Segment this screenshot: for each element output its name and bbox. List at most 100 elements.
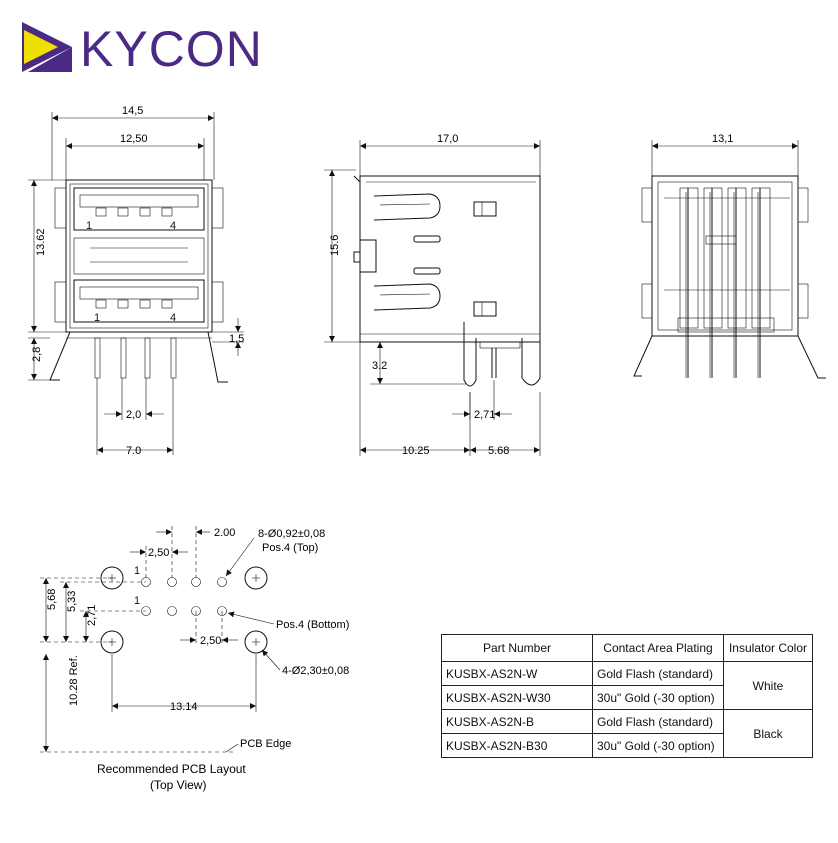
dim-side-front-to-pin: 10.25 [402, 445, 430, 457]
dim-side-height: 15.6 [329, 235, 341, 256]
side-spring-lower [373, 283, 441, 311]
table-cell-part: KUSBX-AS2N-B30 [441, 733, 593, 758]
pcb-pin1-bottom: 1 [134, 595, 140, 607]
dim-front-width-outer: 14,5 [122, 105, 143, 117]
lower-port [73, 279, 205, 323]
upper-contact-4 [161, 207, 173, 217]
upper-port [73, 187, 205, 231]
table-cell-plating: 30u" Gold (-30 option) [592, 685, 724, 710]
side-body [359, 175, 541, 343]
side-window-lower [473, 301, 497, 317]
front-shell-inner [69, 183, 209, 329]
dim-side-pin-pitch: 2,71 [474, 409, 495, 421]
table-cell-plating: 30u" Gold (-30 option) [592, 733, 724, 758]
dim-pcb-pitch-bottom: 2,50 [200, 635, 221, 647]
pcb-mount-hole [244, 630, 268, 654]
dim-rear-width: 13,1 [712, 133, 733, 145]
kycon-logo: KYCON [22, 21, 263, 77]
upper-contact-2 [117, 207, 129, 217]
table-cell-color: White [723, 661, 813, 710]
logo-wordmark: KYCON [80, 21, 263, 77]
dim-pcb-mount-spec: 4-Ø2,30±0,08 [282, 665, 349, 677]
table-cell-part: KUSBX-AS2N-W30 [441, 685, 593, 710]
pcb-layout: 1 1 2.00 2,50 8-Ø0,92±0,08 Pos.4 (Top) P… [40, 526, 349, 792]
table-row: KUSBX-AS2N-W30 30u" Gold (-30 option) [441, 685, 813, 710]
front-leg-right [207, 331, 228, 383]
pcb-caption-title: Recommended PCB Layout [97, 762, 246, 776]
front-pin1-label-upper: 1 [86, 220, 92, 232]
side-leg-rear [521, 322, 541, 386]
table-header-color: Insulator Color [723, 634, 813, 662]
table-header-row: Part Number Contact Area Plating Insulat… [441, 634, 813, 662]
pcb-mount-hole [100, 630, 124, 654]
front-pin [94, 337, 101, 379]
dim-front-width-inner: 12,50 [120, 133, 148, 145]
table-cell-color: Black [723, 709, 813, 758]
pcb-mount-hole [100, 566, 124, 590]
dim-side-length: 17,0 [437, 133, 458, 145]
table-cell-part: KUSBX-AS2N-B [441, 709, 593, 734]
side-window-upper [473, 201, 497, 217]
pcb-signal-holes-bottom [141, 606, 227, 616]
middle-separator [73, 237, 205, 275]
dim-pcb-pitch-top: 2.00 [214, 527, 235, 539]
dim-side-pin-to-back: 5.68 [488, 445, 509, 457]
dim-pcb-pitch-mid: 2,50 [148, 547, 169, 559]
front-pin [144, 337, 151, 379]
table-cell-plating: Gold Flash (standard) [592, 661, 724, 686]
lower-tongue [79, 286, 199, 300]
front-side-tab-left-lower [54, 281, 67, 323]
front-side-tab-right-lower [211, 281, 224, 323]
front-side-tab-right-upper [211, 187, 224, 229]
front-pin [170, 337, 177, 379]
dim-pcb-v-a: 5,68 [46, 589, 58, 610]
table-row: KUSBX-AS2N-B Gold Flash (standard) Black [441, 709, 813, 758]
front-shell [65, 179, 213, 333]
table-row: KUSBX-AS2N-W Gold Flash (standard) White [441, 661, 813, 710]
rear-shell [651, 175, 799, 337]
dim-front-height: 13.62 [35, 228, 47, 256]
table-row: KUSBX-AS2N-B30 30u" Gold (-30 option) [441, 733, 813, 758]
upper-tongue [79, 194, 199, 208]
table-header-plating: Contact Area Plating [592, 634, 724, 662]
side-spring-upper [373, 193, 441, 221]
front-pin4-label-upper: 4 [170, 220, 176, 232]
rear-view: 13,1 [633, 133, 826, 379]
dim-pcb-v-c: 2,71 [86, 605, 98, 626]
table-cell-plating: Gold Flash (standard) [592, 709, 724, 734]
dim-pcb-span: 13.14 [170, 701, 198, 713]
part-number-table: Part Number Contact Area Plating Insulat… [441, 634, 813, 758]
dim-front-pin-span: 7.0 [126, 445, 141, 457]
dim-pcb-ref: 10.28 Ref. [68, 655, 80, 706]
dim-front-pin-pitch: 2,0 [126, 409, 141, 421]
dim-front-flange: 1,5 [229, 333, 244, 345]
logo-triangle-yellow [24, 30, 58, 64]
pcb-edge-label: PCB Edge [240, 738, 291, 750]
upper-contact-3 [139, 207, 151, 217]
pcb-pin1-top: 1 [134, 565, 140, 577]
pcb-caption-subtitle: (Top View) [150, 778, 206, 792]
front-view: 1 4 1 4 14,5 12,50 13.62 [28, 105, 244, 457]
pcb-signal-holes-top [141, 577, 227, 587]
logo-wedge [28, 47, 72, 72]
dim-pcb-v-b: 5,33 [66, 591, 78, 612]
front-pin4-label-lower: 4 [170, 312, 176, 324]
side-leg-front [463, 322, 477, 387]
table-cell-part: KUSBX-AS2N-W [441, 661, 593, 686]
rear-contacts [664, 187, 790, 378]
dim-front-leg: 2,8 [31, 347, 43, 362]
dim-pcb-pos4-top: Pos.4 (Top) [262, 542, 318, 554]
front-side-tab-left-upper [54, 187, 67, 229]
upper-contact-1 [95, 207, 107, 217]
dim-pcb-pos4-bottom: Pos.4 (Bottom) [276, 619, 349, 631]
dim-pcb-holes-spec: 8-Ø0,92±0,08 [258, 528, 325, 540]
front-pin [120, 337, 127, 379]
front-pin1-label-lower: 1 [94, 312, 100, 324]
pcb-mount-hole [244, 566, 268, 590]
side-view: 17,0 15.6 3.2 2,71 10.25 5.68 [324, 133, 541, 457]
table-header-part: Part Number [441, 634, 593, 662]
front-leg-left [49, 331, 71, 381]
dim-side-leg: 3.2 [372, 360, 387, 372]
